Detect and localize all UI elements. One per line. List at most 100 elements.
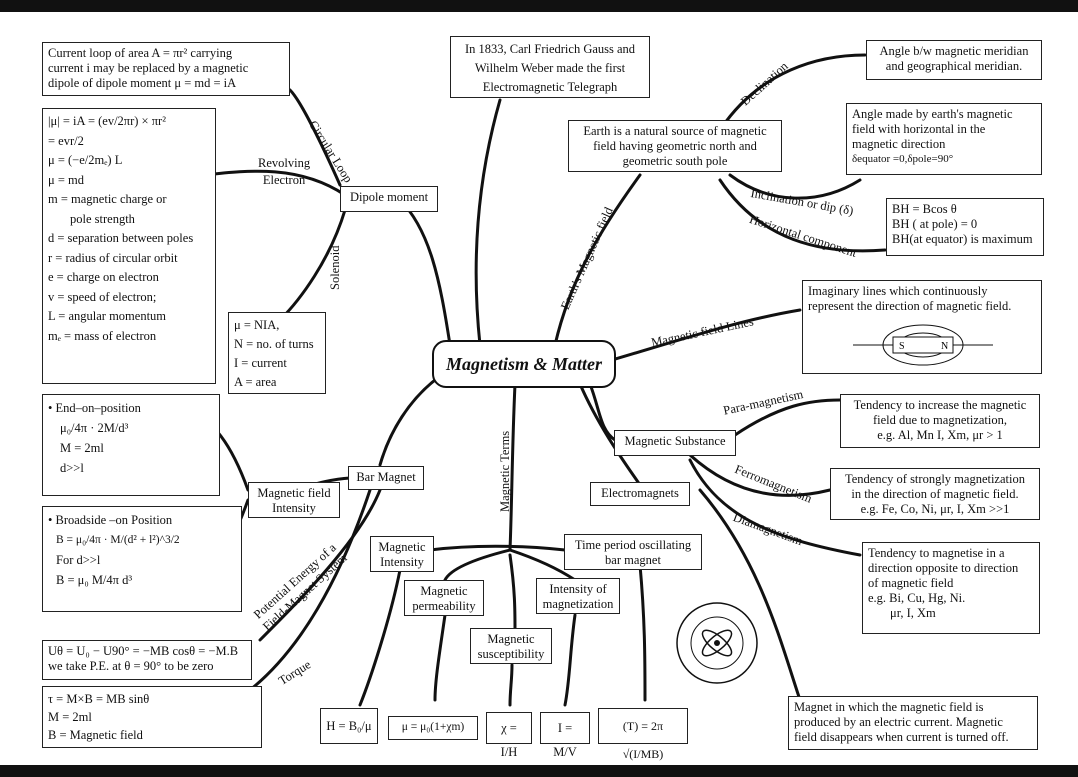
magnetic-susceptibility-node: Magnetic susceptibility [470,628,552,664]
potential-energy-box: Uθ = U₀ − U90° = −MB cosθ = −M.B we take… [42,640,252,680]
dia-line: direction opposite to direction [868,561,1019,575]
field-lines-line: represent the direction of magnetic fiel… [808,299,1012,313]
field-lines-box: Imaginary lines which continuously repre… [802,280,1042,374]
broadside-line: B = μ₀ M/4π d³ [56,573,133,587]
solenoid-line: μ = NIA, [234,318,280,332]
earth-line: geometric south pole [622,154,728,168]
paramagnetism-box: Tendency to increase the magnetic field … [840,394,1040,448]
dipole-formula: μ = md [48,172,84,187]
ferro-line: in the direction of magnetic field. [851,487,1019,501]
horizontal-line: BH(at equator) is maximum [892,232,1033,246]
broadside-line: B = μ₀/4π · M/(d² + l²)^3/2 [56,534,180,546]
torque-line: B = Magnetic field [48,728,143,742]
declination-line: Angle b/w magnetic meridian [879,44,1029,58]
susceptibility-label: susceptibility [477,647,545,661]
horizontal-line: BH = Bcos θ [892,202,957,216]
para-line: e.g. Al, Mn I, Xm, μr > 1 [877,428,1003,442]
electromagnet-line: Magnet in which the magnetic field is [794,700,984,714]
current-loop-line: dipole of dipole moment μ = md = iA [48,76,237,90]
broadside-line: • Broadside –on Position [48,513,173,527]
gauss-line: In 1833, Carl Friedrich Gauss and [464,42,636,56]
dipole-formulas-box: |μ| = iA = (ev/2πr) × πr² = evr/2 μ = (−… [42,108,216,384]
electromagnets-node: Electromagnets [590,482,690,506]
magnetic-intensity-label: Intensity [380,555,424,569]
dipole-moment-node: Dipole moment [340,186,438,212]
inclination-line: Angle made by earth's magnetic [852,107,1013,121]
magnetic-substance-node: Magnetic Substance [614,430,736,456]
solenoid-line: N = no. of turns [234,337,314,351]
horizontal-component-box: BH = Bcos θ BH ( at pole) = 0 BH(at equa… [886,198,1044,256]
dipole-formula: r = radius of circular orbit [48,250,178,265]
dipole-formula: |μ| = iA = (ev/2πr) × πr² [48,114,166,128]
end-on-line: μ₀/4π · 2M/d³ [60,421,129,435]
permeability-label: permeability [412,599,476,613]
torque-line: τ = M×B = MB sinθ [48,692,150,706]
earth-line: field having geometric north and [593,139,757,153]
solenoid-line: I = current [234,356,287,370]
intensity-magnetization-label: Intensity of [549,582,607,596]
magnetic-intensity-node: Magnetic Intensity [370,536,434,572]
dipole-formula: = evr/2 [48,133,84,148]
torque-line: M = 2ml [48,710,92,724]
dipole-formula: d = separation between poles [48,231,194,245]
inclination-line: field with horizontal in the [852,122,986,136]
permeability-label: Magnetic [420,584,468,598]
dipole-formula: L = angular momentum [48,309,167,323]
inclination-line: δequator =0,δpole=90° [852,153,954,165]
bar-magnet-field-icon: S N [853,324,993,366]
magnetic-permeability-node: Magnetic permeability [404,580,484,616]
inclination-box: Angle made by earth's magnetic field wit… [846,103,1042,175]
bar-magnet-node: Bar Magnet [348,466,424,490]
electromagnet-line: produced by an electric current. Magneti… [794,715,1003,729]
bottom-border [0,765,1078,777]
broadside-box: • Broadside –on Position B = μ₀/4π · M/(… [42,506,242,612]
dia-line: Tendency to magnetise in a [868,546,1005,560]
current-loop-line: current i may be replaced by a magnetic [48,61,249,75]
dipole-formula: mₑ = mass of electron [48,328,157,343]
formula-i: I = M/V [540,712,590,759]
label-revolving-electron: Revolving Electron [258,155,310,189]
dipole-formula: v = speed of electron; [48,289,157,304]
inclination-line: magnetic direction [852,137,946,151]
earth-line: Earth is a natural source of magnetic [583,124,767,138]
potential-line: Uθ = U₀ − U90° = −MB cosθ = −M.B [48,644,239,658]
end-on-line: d>>l [60,461,84,475]
dia-line: of magnetic field [868,576,954,590]
para-line: Tendency to increase the magnetic [853,398,1027,412]
magnetic-intensity-label: Magnetic [378,540,426,554]
para-line: field due to magnetization, [873,413,1007,427]
gauss-box: In 1833, Carl Friedrich Gauss and Wilhel… [450,36,650,98]
revolving-electron-line: Revolving [258,156,311,170]
intensity-magnetization-node: Intensity of magnetization [536,578,620,614]
time-period-label: bar magnet [605,553,661,567]
susceptibility-label: Magnetic [487,632,535,646]
end-on-line: • End–on–position [48,401,141,415]
svg-text:S: S [899,341,905,352]
field-intensity-label: Intensity [272,501,316,515]
declination-box: Angle b/w magnetic meridian and geograph… [866,40,1042,80]
ferromagnetism-box: Tendency of strongly magnetization in th… [830,468,1040,520]
label-solenoid: Solenoid [328,245,342,290]
broadside-line: For d>>l [56,553,101,567]
gauss-line: Electromagnetic Telegraph [482,80,618,94]
formula-chi: χ = I/H [486,712,532,759]
electromagnet-line: field disappears when current is turned … [794,730,1009,744]
declination-line: and geographical meridian. [885,59,1023,73]
central-title: Magnetism & Matter [432,340,616,388]
current-loop-line: Current loop of area A = πr² carrying [48,46,233,60]
torque-box: τ = M×B = MB sinθ M = 2ml B = Magnetic f… [42,686,262,748]
dia-line: μr, I, Xm [890,606,936,620]
revolving-electron-line: Electron [262,173,306,187]
label-magnetic-terms: Magnetic Terms [498,430,512,512]
coaching-logo-icon [676,602,758,684]
intensity-magnetization-label: magnetization [542,597,614,611]
diamagnetism-box: Tendency to magnetise in a direction opp… [862,542,1040,634]
potential-line: we take P.E. at θ = 90° to be zero [48,659,214,673]
ferro-line: e.g. Fe, Co, Ni, μr, I, Xm >>1 [860,502,1010,516]
gauss-line: Wilhelm Weber made the first [474,61,626,75]
svg-text:N: N [941,341,948,352]
solenoid-line: A = area [234,375,277,389]
formula-h: H = B₀/μ [320,708,378,744]
formula-mu: μ = μ₀(1+χm) [388,716,478,740]
